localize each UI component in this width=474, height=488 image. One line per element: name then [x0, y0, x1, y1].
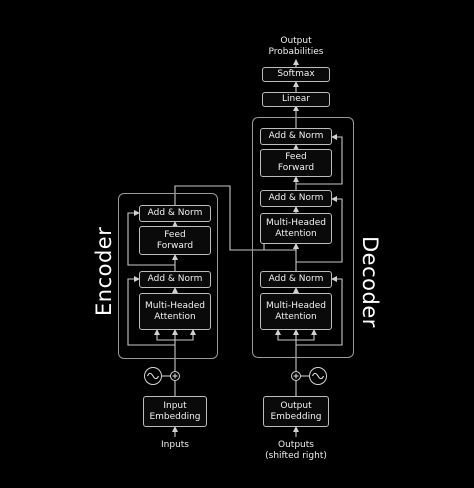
- encoder-add-norm-top: Add & Norm: [139, 205, 211, 222]
- decoder-feed-forward: Feed Forward: [260, 149, 332, 177]
- decoder-sine-wave-icon: [309, 367, 327, 385]
- decoder-label: Decoder: [358, 236, 382, 328]
- decoder-self-attention: Multi-Headed Attention: [260, 293, 332, 330]
- decoder-stack-outline: [252, 117, 354, 358]
- encoder-add-icon: [170, 371, 180, 381]
- encoder-feed-forward: Feed Forward: [139, 226, 211, 255]
- decoder-add-norm-bottom: Add & Norm: [260, 271, 332, 288]
- decoder-cross-attention: Multi-Headed Attention: [260, 213, 332, 244]
- encoder-multi-headed-attention: Multi-Headed Attention: [139, 293, 211, 330]
- decoder-add-norm-top: Add & Norm: [260, 128, 332, 145]
- encoder-stack-outline: [118, 193, 218, 359]
- linear-block: Linear: [262, 92, 330, 107]
- output-probabilities-label: Output Probabilities: [268, 36, 324, 57]
- decoder-add-icon: [291, 371, 301, 381]
- encoder-sine-wave-icon: [144, 367, 162, 385]
- encoder-label: Encoder: [92, 226, 116, 316]
- outputs-label: Outputs (shifted right): [265, 440, 327, 461]
- output-embedding-block: Output Embedding: [263, 396, 329, 427]
- softmax-block: Softmax: [262, 67, 330, 82]
- decoder-add-norm-mid: Add & Norm: [260, 190, 332, 207]
- input-embedding-block: Input Embedding: [143, 396, 207, 427]
- inputs-label: Inputs: [161, 440, 189, 450]
- encoder-add-norm-bottom: Add & Norm: [139, 271, 211, 288]
